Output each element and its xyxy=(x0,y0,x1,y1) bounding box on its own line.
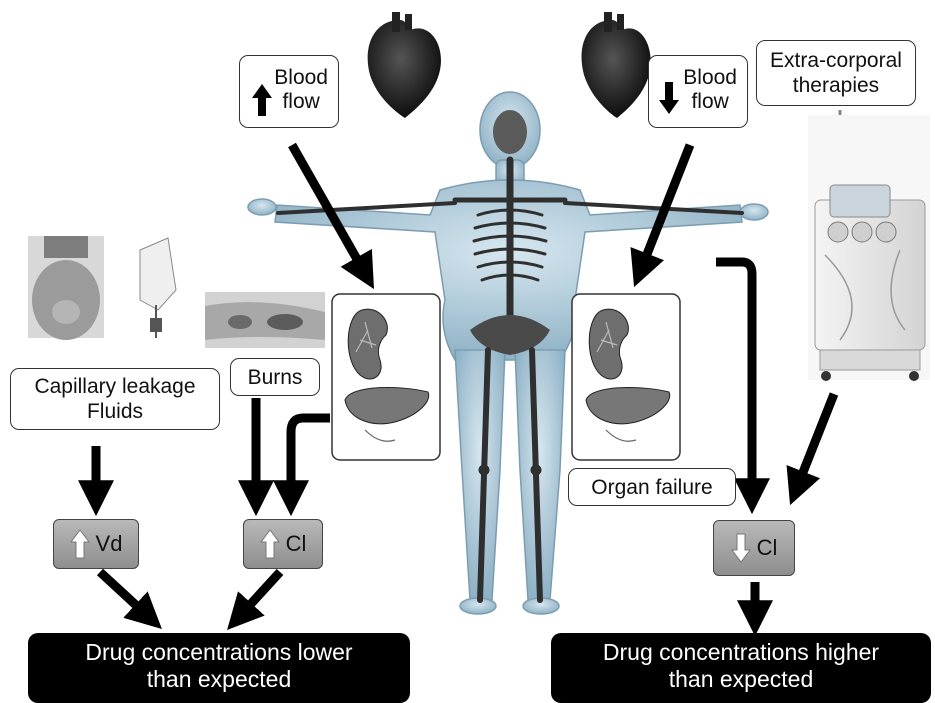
cl-down-label: Cl xyxy=(757,535,778,561)
arrow-organ-failure-to-cl-down xyxy=(716,262,752,498)
outcome-lower-line1: Drug concentrations lower xyxy=(85,639,352,665)
arrow-cl-up-to-lower xyxy=(238,572,280,618)
arrow-up-icon xyxy=(260,529,280,559)
organ-panel-left xyxy=(332,294,440,460)
arrow-dialysis-to-cl-down xyxy=(796,394,834,490)
heart-icon-right xyxy=(582,12,651,118)
human-body-figure xyxy=(248,92,768,614)
organ-panel-right xyxy=(572,294,680,460)
outcome-higher-line2: than expected xyxy=(669,666,814,692)
capillary-leakage-box: Capillary leakage Fluids xyxy=(10,368,220,430)
vd-increase-box: Vd xyxy=(53,519,139,569)
outcome-higher-line1: Drug concentrations higher xyxy=(603,639,879,665)
blood-flow-decrease-box: Blood flow xyxy=(648,55,748,128)
vd-label: Vd xyxy=(96,531,123,557)
arrow-down-icon xyxy=(657,80,681,116)
heart-icon-left xyxy=(368,12,441,118)
blood-flow-up-line2: flow xyxy=(282,90,319,113)
outcome-lower-box: Drug concentrations lower than expected xyxy=(28,633,410,703)
arrow-down-icon xyxy=(731,533,751,563)
blood-flow-down-line1: Blood xyxy=(683,66,737,89)
capillary-line1: Capillary leakage xyxy=(34,374,195,399)
extracorporeal-line2: therapies xyxy=(770,73,902,98)
capillary-line2: Fluids xyxy=(34,399,195,424)
outcome-lower-line2: than expected xyxy=(147,666,292,692)
burned-arm-photo xyxy=(205,292,325,348)
extracorporeal-therapies-box: Extra-corporal therapies xyxy=(756,40,916,106)
blood-flow-down-line2: flow xyxy=(691,90,728,113)
burns-box: Burns xyxy=(230,358,320,396)
arrow-vd-to-lower xyxy=(100,572,150,618)
arrow-up-icon xyxy=(70,529,90,559)
iv-bag-icon xyxy=(140,238,176,338)
cl-up-label: Cl xyxy=(286,531,307,557)
blood-flow-up-line1: Blood xyxy=(274,66,328,89)
burns-label: Burns xyxy=(248,365,303,390)
outcome-higher-box: Drug concentrations higher than expected xyxy=(551,633,931,703)
blood-flow-increase-box: Blood flow xyxy=(239,55,339,128)
cl-increase-box: Cl xyxy=(243,519,323,569)
cl-decrease-box: Cl xyxy=(713,520,795,576)
arrow-organs-to-cl-up xyxy=(291,418,330,500)
dialysis-machine-icon xyxy=(808,110,930,381)
abdomen-photo xyxy=(28,236,104,340)
organ-failure-box: Organ failure xyxy=(568,468,736,506)
arrow-up-icon xyxy=(250,82,274,118)
extracorporeal-line1: Extra-corporal xyxy=(770,48,902,73)
organ-failure-label: Organ failure xyxy=(591,475,712,500)
